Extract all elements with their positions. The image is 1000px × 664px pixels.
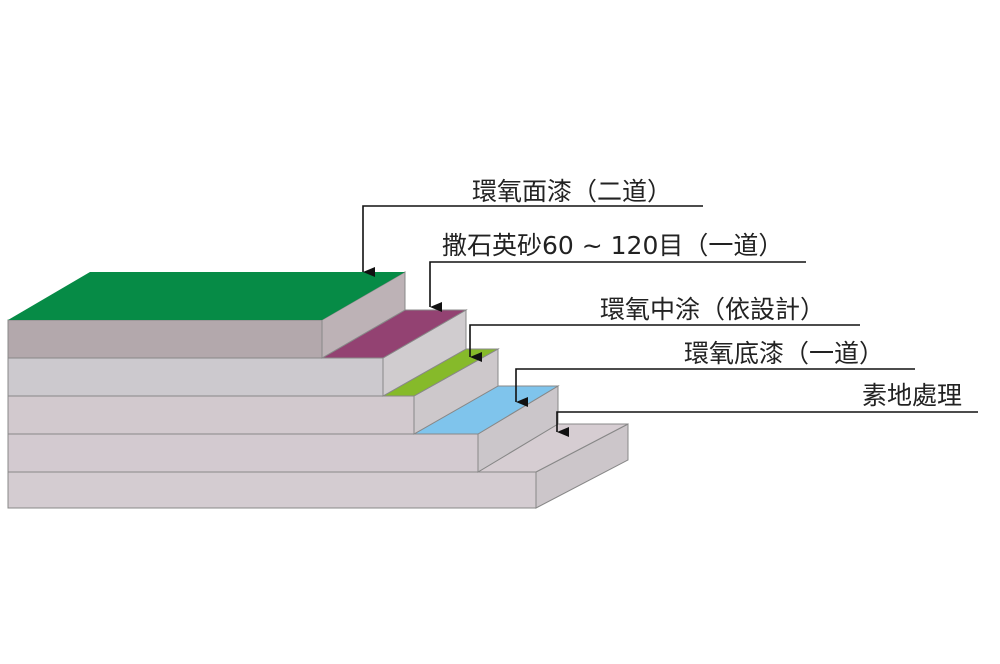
label-substrate: 素地處理: [862, 381, 962, 410]
top-coat-layer-block: [7, 271, 406, 359]
callout-primer: 環氧底漆（一道）: [515, 339, 915, 407]
callout-intermediate: 環氧中涂（依設計）: [469, 295, 860, 362]
callout-substrate: 素地處理: [556, 381, 978, 437]
label-intermediate: 環氧中涂（依設計）: [600, 295, 825, 324]
substrate-block: [7, 423, 629, 509]
label-primer: 環氧底漆（一道）: [684, 339, 884, 368]
leader-line-arrow-icon: [429, 261, 806, 312]
leader-line-arrow-icon: [556, 411, 978, 437]
intermediate-layer-block: [7, 348, 500, 435]
callout-quartz-sand: 撒石英砂60 ~ 120目（一道）: [429, 231, 806, 312]
top-coat-surface: [8, 272, 405, 320]
leader-line-arrow-icon: [362, 205, 703, 277]
leader-line-arrow-icon: [469, 324, 860, 362]
leader-line-arrow-icon: [515, 368, 915, 407]
label-quartz-sand: 撒石英砂60 ~ 120目（一道）: [442, 231, 783, 260]
callout-top-coat: 環氧面漆（二道）: [362, 177, 703, 277]
label-top-coat: 環氧面漆（二道）: [472, 177, 672, 206]
